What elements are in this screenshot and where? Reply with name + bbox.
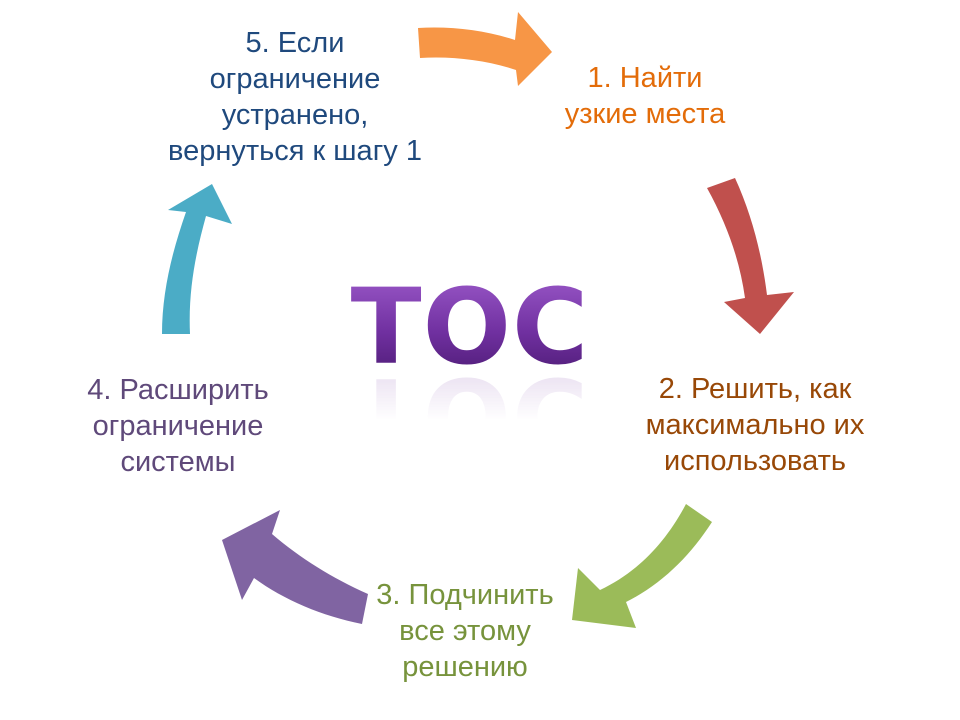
arrow-teal <box>162 184 232 334</box>
step-1-line-1: 1. Найти <box>587 62 703 94</box>
step-2-line-1: 2. Решить, как <box>658 373 852 405</box>
step-5-line-4: вернуться к шагу 1 <box>168 135 422 167</box>
step-3-line-3: решению <box>402 651 528 683</box>
step-4-line-3: системы <box>120 446 236 478</box>
step-3-label: 3. Подчинить все этому решению <box>355 577 575 685</box>
step-3-line-2: все этому <box>399 615 531 647</box>
step-3-line-1: 3. Подчинить <box>376 579 554 611</box>
step-2-line-3: использовать <box>664 445 846 477</box>
step-5-line-1: 5. Если <box>245 27 345 59</box>
step-4-line-2: ограничение <box>92 410 264 442</box>
diagram-title: TOC <box>340 272 600 382</box>
step-4-label: 4. Расширить ограничение системы <box>58 372 298 480</box>
step-1-label: 1. Найти узкие места <box>545 60 745 132</box>
step-4-line-1: 4. Расширить <box>87 374 269 406</box>
step-2-line-2: максимально их <box>645 409 865 441</box>
diagram-title-reflection: TOC <box>350 354 590 476</box>
arrow-purple <box>222 510 368 624</box>
step-5-line-3: устранено, <box>221 99 369 131</box>
arrow-orange <box>418 12 552 86</box>
step-5-label: 5. Если ограничение устранено, вернуться… <box>160 25 430 169</box>
step-2-label: 2. Решить, как максимально их использова… <box>620 371 890 479</box>
arrow-red <box>707 178 794 334</box>
step-5-line-2: ограничение <box>209 63 381 95</box>
step-1-line-2: узкие места <box>564 98 726 130</box>
title-block: TOC TOC <box>340 272 600 476</box>
arrow-green <box>572 504 712 628</box>
